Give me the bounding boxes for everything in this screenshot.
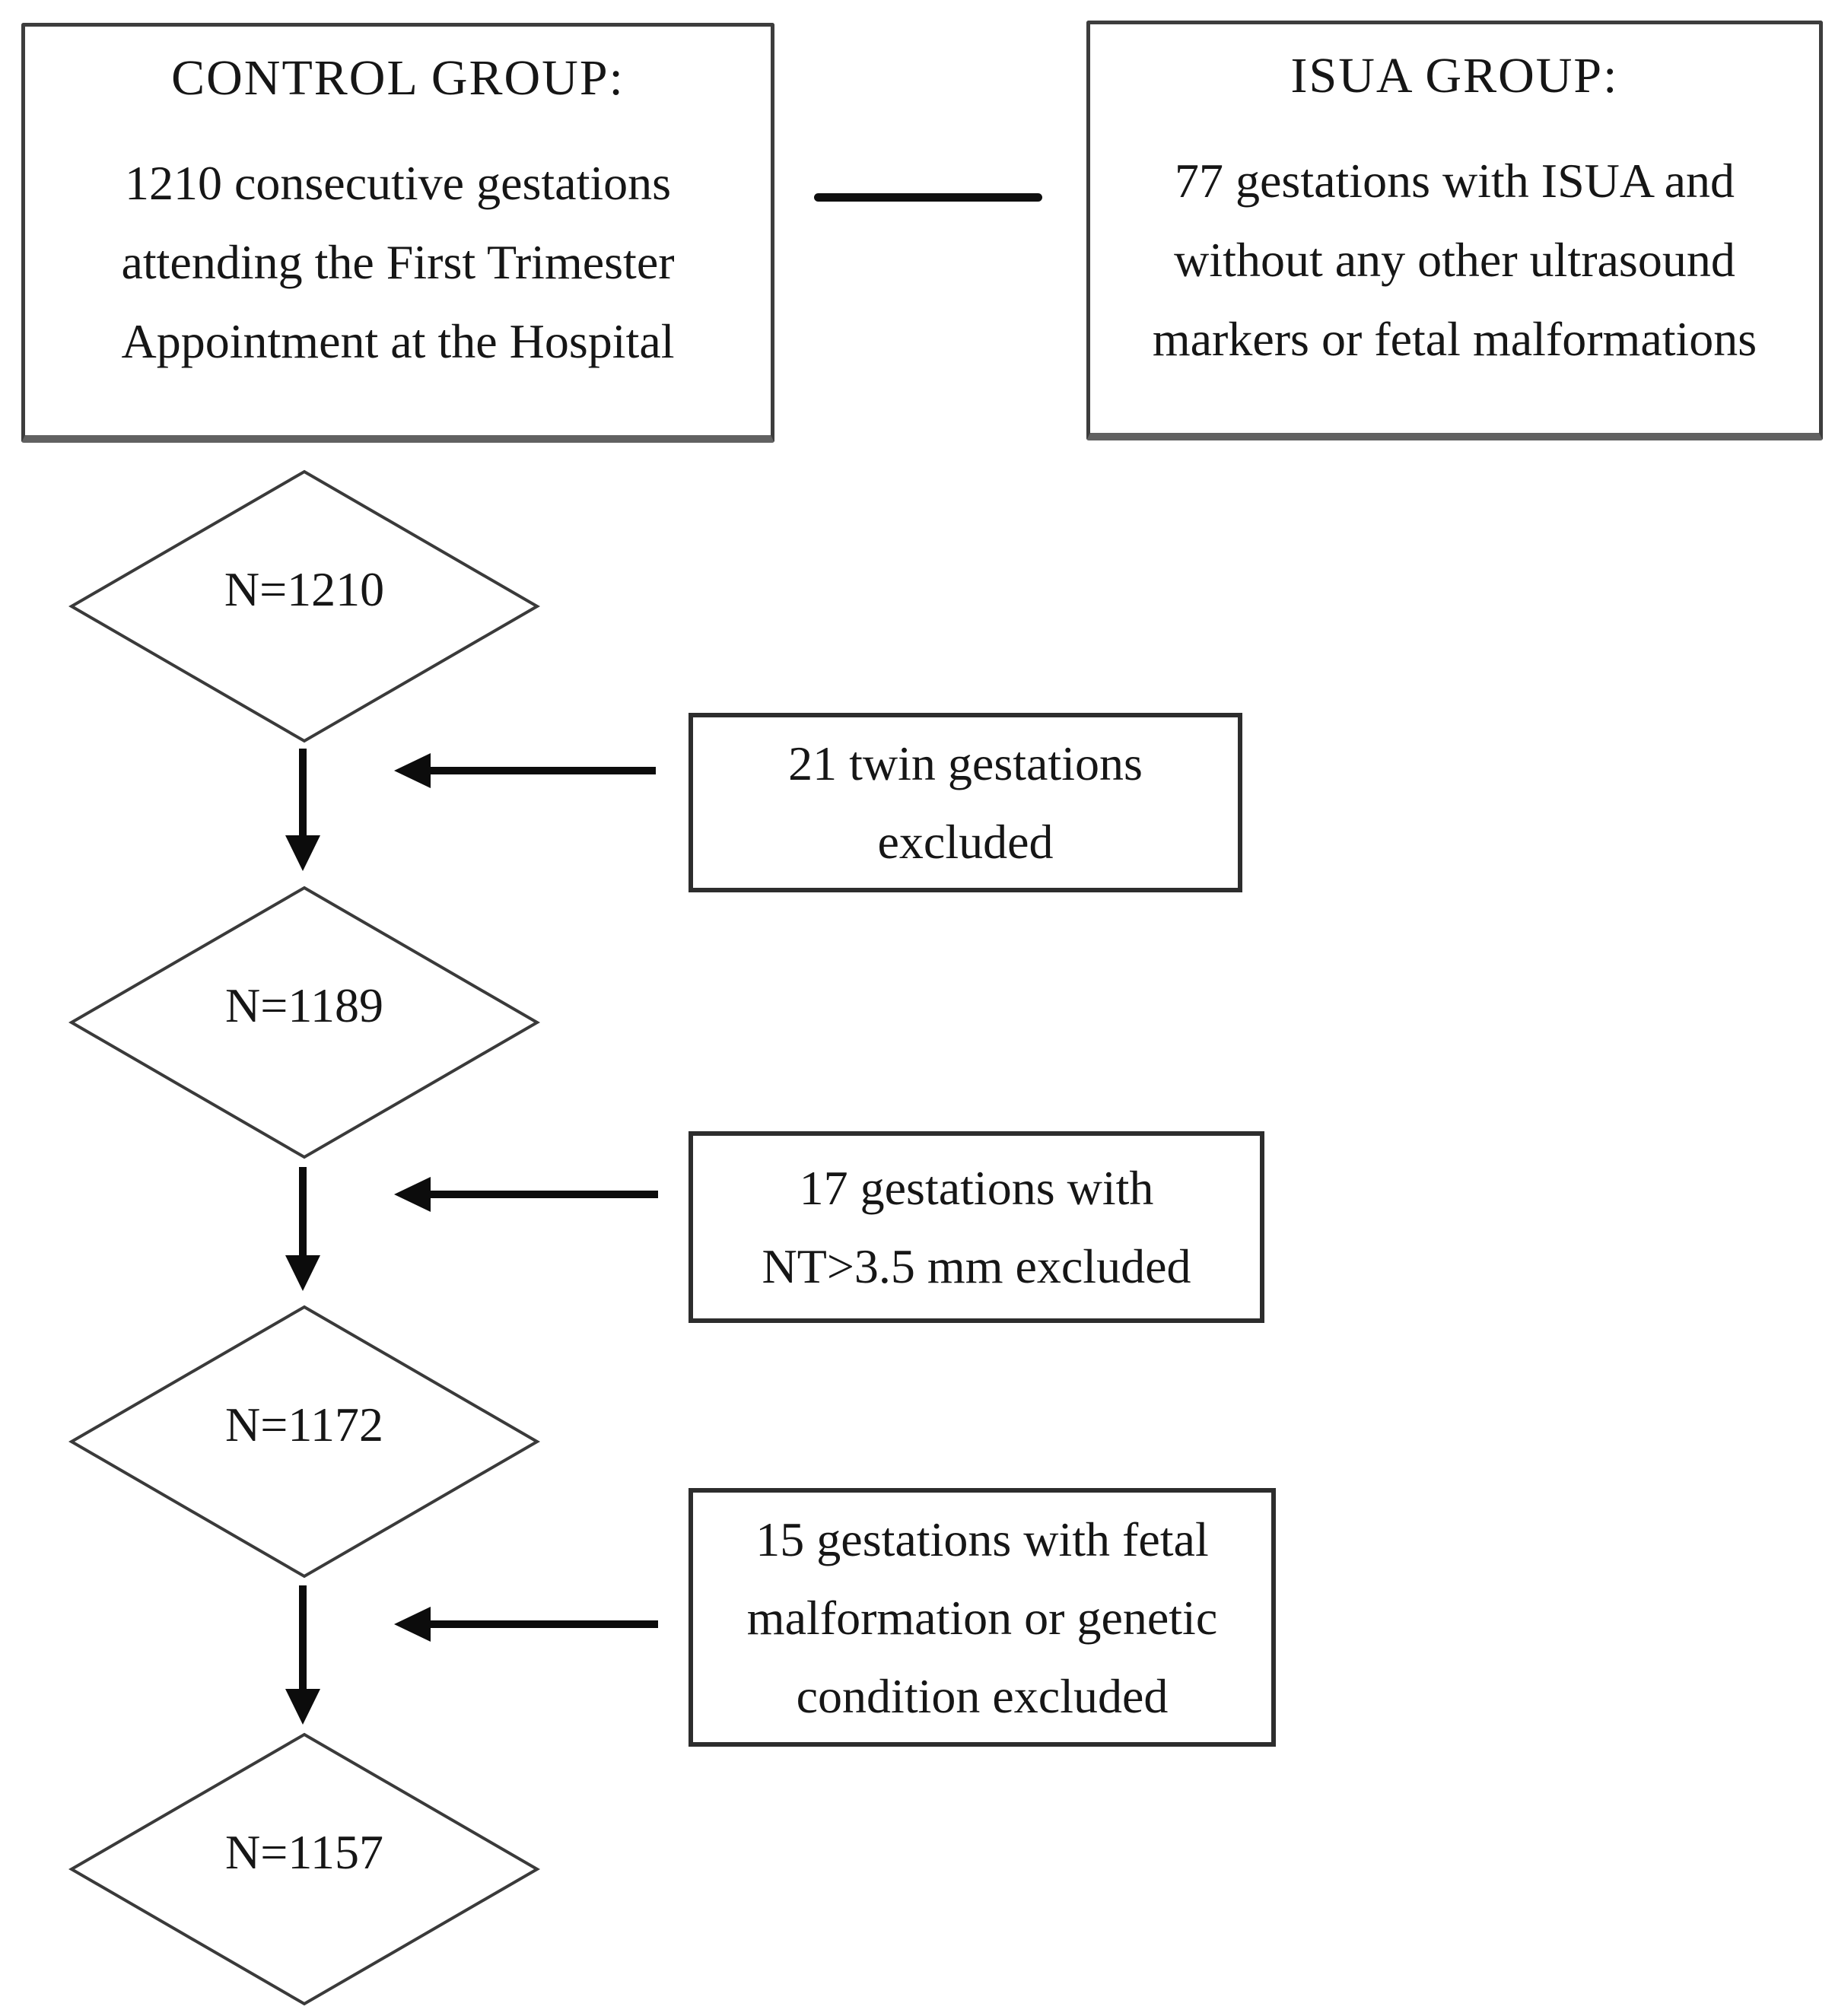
left-arrow-3-shaft [428,1620,658,1628]
down-arrow-2-shaft [299,1167,307,1260]
count-diamond-1: N=1210 [68,469,540,744]
left-arrow-1-shaft [428,767,656,774]
control-group-box: CONTROL GROUP: 1210 consecutive gestatio… [21,23,774,443]
isua-group-box: ISUA GROUP: 77 gestations with ISUA and … [1086,21,1823,440]
left-arrow-2-head [394,1177,431,1212]
control-group-body: 1210 consecutive gestations attending th… [121,156,675,368]
diamond-shape [68,1732,540,2006]
control-group-title: CONTROL GROUP: [171,50,625,106]
exclusion-box-malformation: 15 gestations with fetal malformation or… [689,1488,1276,1747]
count-diamond-2: N=1189 [68,885,540,1160]
exclusion-text: 17 gestations with NT>3.5 mm excluded [762,1161,1191,1293]
count-diamond-label: N=1189 [225,978,383,1032]
left-arrow-2-shaft [428,1191,658,1198]
left-arrow-3-head [394,1607,431,1642]
count-diamond-4: N=1157 [68,1731,540,2007]
count-diamond-label: N=1172 [225,1398,383,1452]
diamond-shape [68,469,540,743]
count-diamond-3: N=1172 [68,1304,540,1579]
count-diamond-label: N=1157 [225,1825,383,1879]
group-connector-line [814,193,1042,202]
down-arrow-3-shaft [299,1585,307,1693]
exclusion-text: 15 gestations with fetal malformation or… [746,1512,1218,1723]
exclusion-box-nt: 17 gestations with NT>3.5 mm excluded [689,1131,1264,1323]
down-arrow-3-head [285,1689,320,1725]
isua-group-title: ISUA GROUP: [1290,48,1619,103]
down-arrow-1-head [285,835,320,871]
left-arrow-1-head [394,753,431,788]
isua-group-body: 77 gestations with ISUA and without any … [1152,154,1757,366]
diamond-shape [68,886,540,1159]
exclusion-text: 21 twin gestations excluded [788,736,1143,869]
exclusion-box-twins: 21 twin gestations excluded [689,713,1242,892]
diamond-shape [68,1305,540,1579]
down-arrow-2-head [285,1255,320,1291]
down-arrow-1-shaft [299,749,307,840]
count-diamond-label: N=1210 [224,562,385,616]
